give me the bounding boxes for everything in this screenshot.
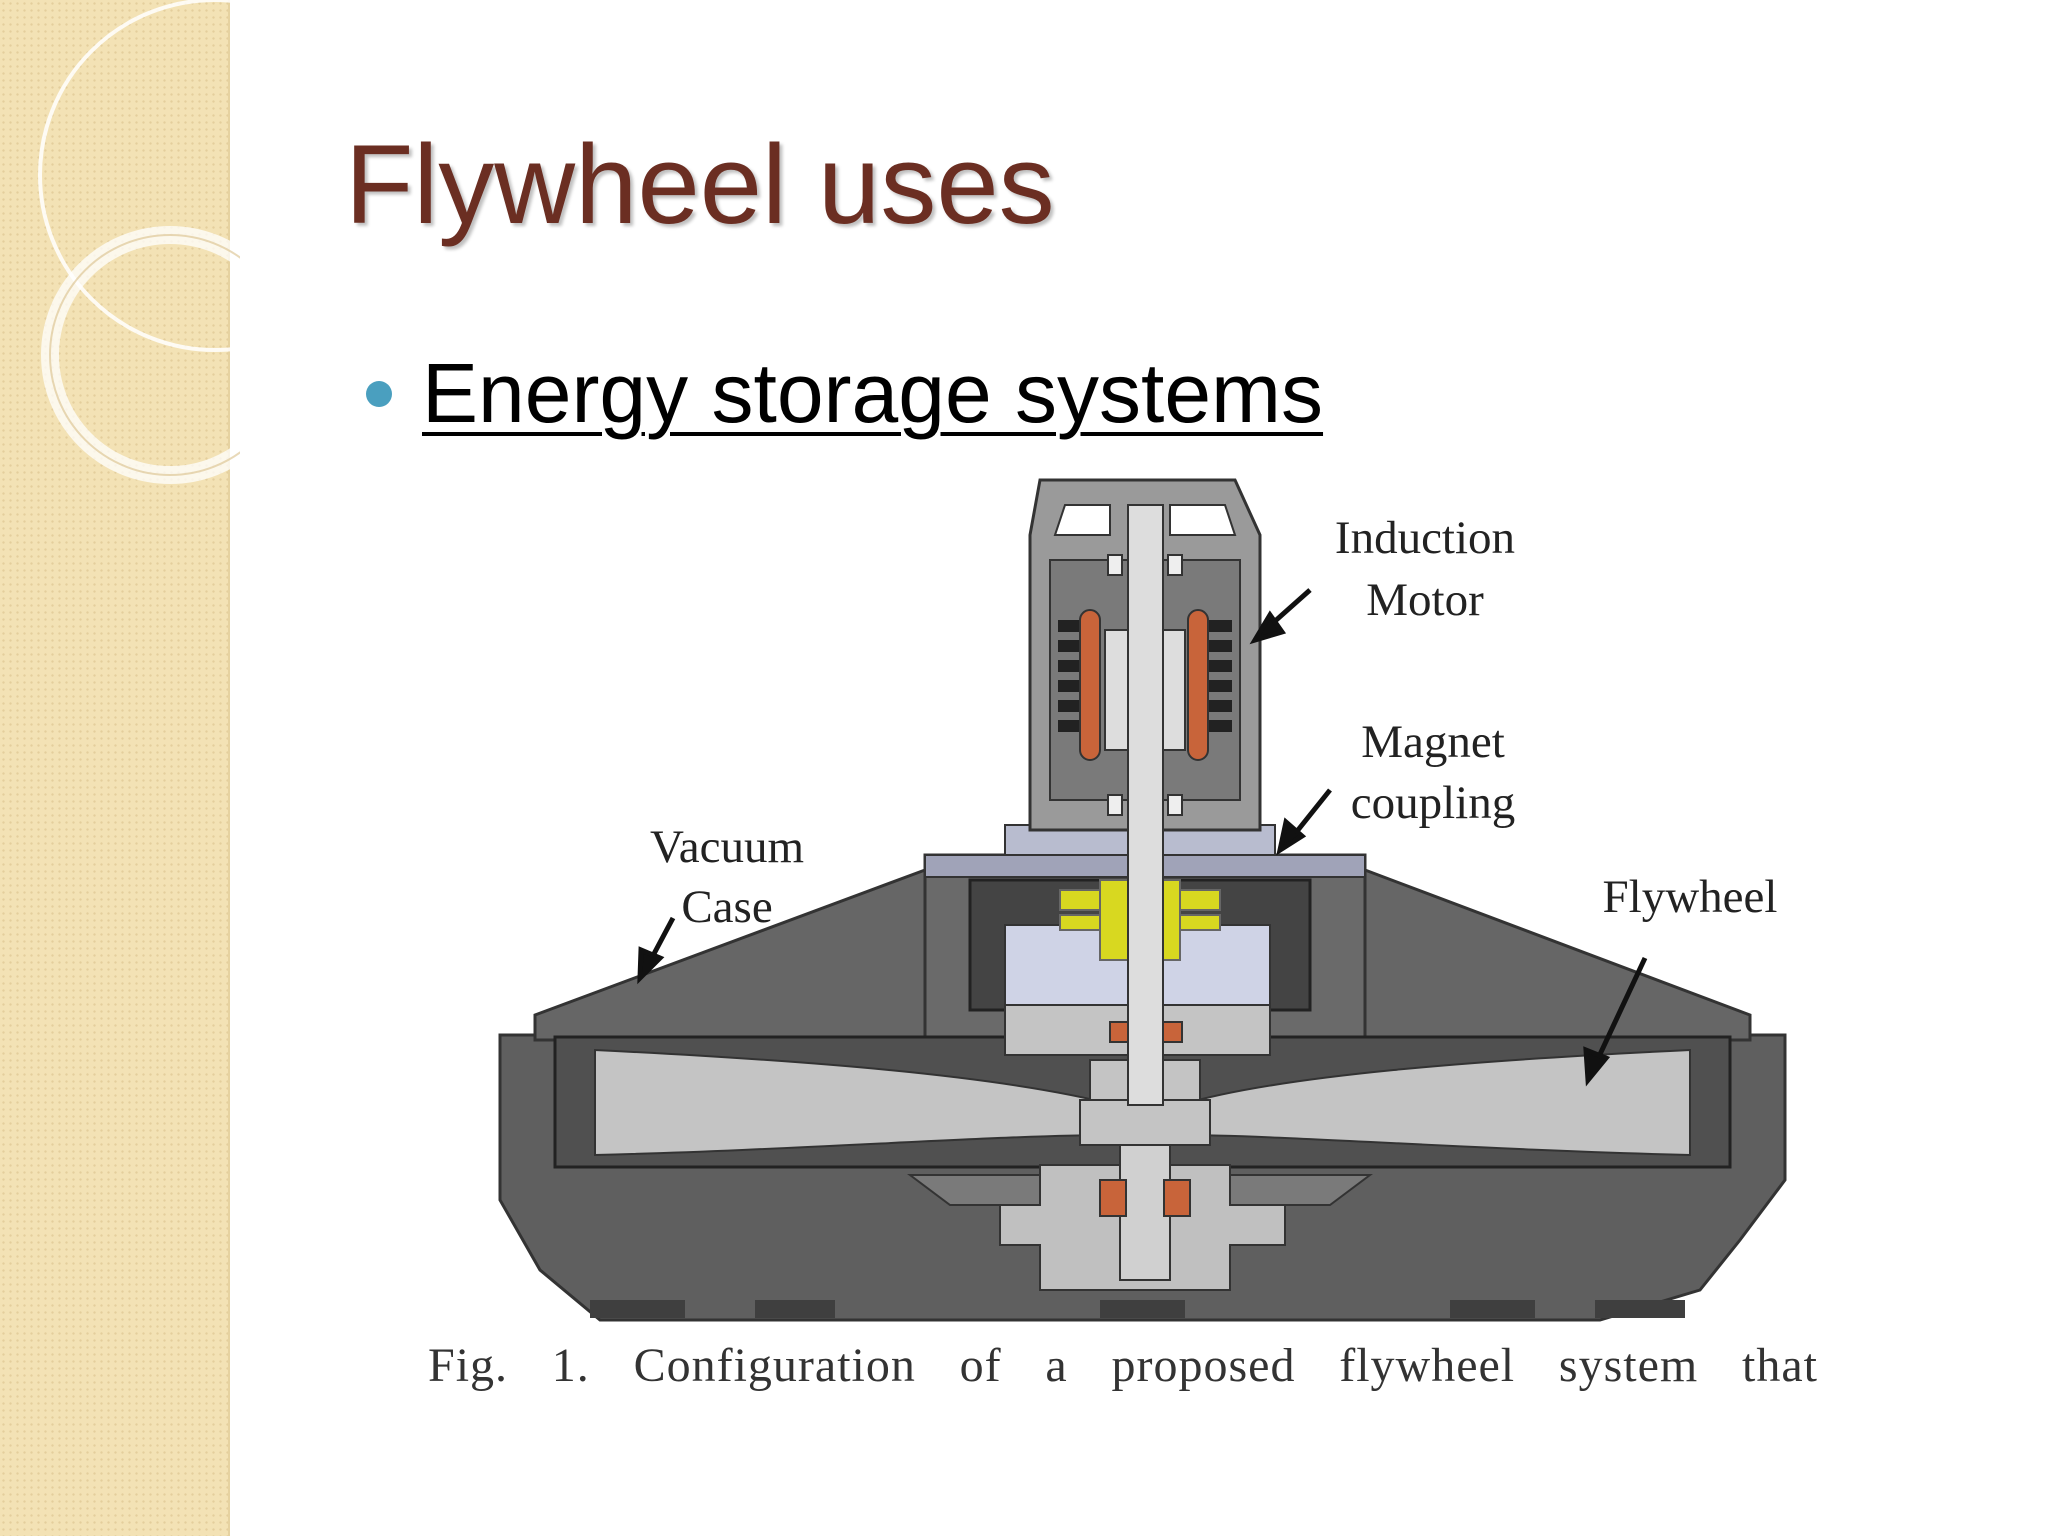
- label-magnet-line1: Magnet: [1361, 716, 1505, 768]
- label-vacuum-line2: Case: [681, 881, 772, 933]
- bullet-item: Energy storage systems: [366, 345, 1323, 442]
- decorative-rings: [38, 0, 240, 484]
- lower-bearing-housing: [907, 1144, 1373, 1291]
- bullet-dot-icon: [366, 380, 392, 407]
- induction-motor: [1028, 478, 1262, 1106]
- label-vacuum-line1: Vacuum: [650, 821, 804, 873]
- annotation-arrows: [637, 588, 1648, 1087]
- label-induction-line2: Motor: [1366, 574, 1484, 626]
- bullet-link[interactable]: Energy storage systems: [422, 346, 1324, 440]
- label-induction-line1: Induction: [1335, 512, 1515, 564]
- label-magnet-line2: coupling: [1351, 777, 1515, 829]
- slide-title: Flywheel uses: [345, 122, 1055, 247]
- figure-caption: Fig. 1. Configuration of a proposed flyw…: [428, 1339, 1818, 1392]
- label-flywheel: Flywheel: [1603, 871, 1778, 923]
